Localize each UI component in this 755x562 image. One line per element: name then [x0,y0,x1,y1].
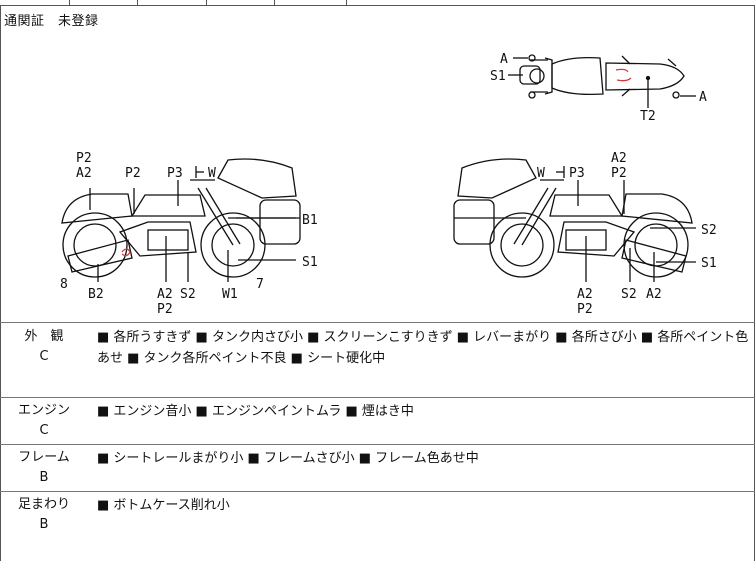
bike-diagram: A S1 A T2 P2 A2 P2 P3 W B1 S1 8 B2 A2 S2… [60,52,717,317]
category-cell: エンジン C [0,401,88,441]
condition-row-suspension: 足まわり B ■ ボトムケース削れ小 [0,491,755,562]
label-l-8: 8 [60,277,68,292]
condition-row-frame: フレーム B ■ シートレールまがり小 ■ フレームさび小 ■ フレーム色あせ中 [0,444,755,491]
condition-row-engine: エンジン C ■ エンジン音小 ■ エンジンペイントムラ ■ 煙はき中 [0,397,755,444]
header-cell [69,0,138,5]
category-name: エンジン [17,403,70,418]
label-l-p2b: P2 [125,166,141,181]
category-name: フレーム [18,450,70,465]
label-r-s1: S1 [701,256,717,271]
condition-notes: ■ シートレールまがり小 ■ フレームさび小 ■ フレーム色あせ中 [97,451,479,466]
label-l-7: 7 [256,277,264,292]
header-cell [206,0,275,5]
label-l-b1: B1 [302,213,318,228]
label-l-s2: S2 [180,287,196,302]
label-top-t2: T2 [640,109,656,124]
header-cells [0,0,755,6]
header-cell [0,0,70,5]
label-l-b2: B2 [88,287,104,302]
left-view-bike [61,158,301,278]
label-r-s2: S2 [701,223,717,238]
label-r-a2b: A2 [577,287,593,302]
label-l-s1: S1 [302,255,318,270]
category-grade: C [39,423,49,438]
customs-status: 通関証 未登録 [4,14,99,29]
condition-notes: ■ ボトムケース削れ小 [97,498,230,513]
label-r-a2c: A2 [646,287,662,302]
label-r-p2b: P2 [577,302,593,317]
label-l-a2b: A2 [157,287,173,302]
label-r-p3: P3 [569,166,585,181]
header-cell [274,0,347,5]
label-top-a: A [500,52,508,67]
label-r-p2: P2 [611,166,627,181]
category-cell: 外 観 C [0,327,88,367]
category-grade: B [39,470,49,485]
condition-notes: ■ 各所うすきず ■ タンク内さび小 ■ スクリーンこすりきず ■ レバーまがり… [97,330,749,366]
label-top-s1: S1 [490,69,506,84]
label-l-w: W [208,166,216,181]
category-grade: B [39,517,49,532]
label-r-w: W [537,166,545,181]
header-cell [137,0,207,5]
label-l-p2c: P2 [157,302,173,317]
category-name: 足まわり [17,497,70,512]
label-top-a-right: A [699,90,707,105]
frame-left [0,5,1,561]
category-cell: 足まわり B [0,495,88,535]
label-l-a2: A2 [76,166,92,181]
condition-row-exterior: 外 観 C ■ 各所うすきず ■ タンク内さび小 ■ スクリーンこすりきず ■ … [0,322,755,397]
label-r-a2: A2 [611,151,627,166]
category-name: 外 観 [24,329,64,344]
category-cell: フレーム B [0,448,88,488]
label-l-w1: W1 [222,287,238,302]
right-view-bike [453,158,693,278]
label-l-p2: P2 [76,151,92,166]
category-grade: C [39,349,49,364]
top-view-bike [519,54,685,99]
label-l-p3: P3 [167,166,183,181]
condition-notes: ■ エンジン音小 ■ エンジンペイントムラ ■ 煙はき中 [97,404,414,419]
label-r-s2b: S2 [621,287,637,302]
